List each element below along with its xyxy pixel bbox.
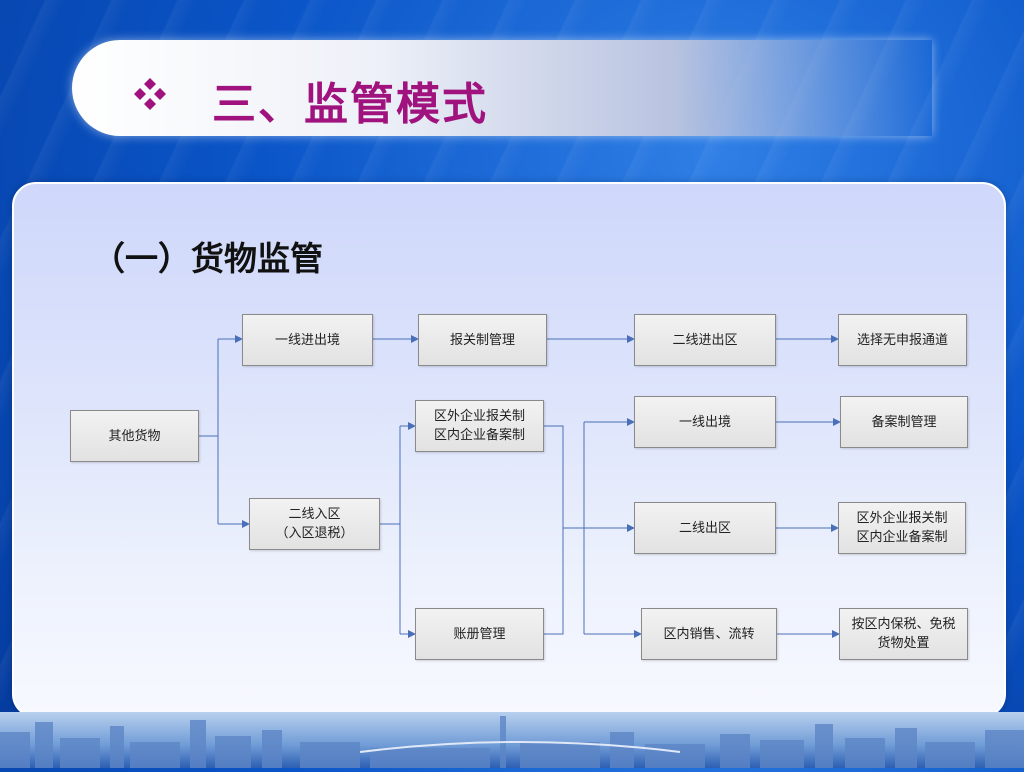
node-label: 二线入区 （入区退税）	[275, 507, 354, 541]
section-title: （一）货物监管	[92, 239, 323, 278]
skyline-icon	[0, 716, 1024, 768]
node-label: 其他货物	[108, 428, 161, 444]
node-label: 按区内保税、免税 货物处置	[851, 617, 956, 651]
node-choose-no-declare: 选择无申报通道	[838, 314, 967, 366]
slide-title: 三、监管模式	[212, 79, 488, 130]
node-label: 报关制管理	[449, 332, 515, 348]
node-line2-in-zone: 二线进出区	[634, 314, 776, 366]
node-label: 区内销售、流转	[663, 626, 755, 642]
title-bar	[72, 40, 932, 136]
node-line1-out: 一线出境	[634, 396, 776, 448]
node-zone-sales: 区内销售、流转	[641, 608, 777, 660]
node-label: 区外企业报关制 区内企业备案制	[433, 409, 525, 443]
node-bonded-disposal: 按区内保税、免税 货物处置	[839, 608, 968, 660]
node-line2-out: 二线出区	[634, 502, 776, 554]
node-label: 一线出境	[678, 414, 731, 430]
node-line1-in: 一线进出境	[242, 314, 373, 366]
node-outside-inside-2: 区外企业报关制 区内企业备案制	[838, 502, 966, 554]
node-line2-enter: 二线入区 （入区退税）	[249, 498, 380, 550]
city-skyline-banner	[0, 712, 1024, 768]
node-customs-mgmt: 报关制管理	[418, 314, 547, 366]
node-ledger-mgmt: 账册管理	[415, 608, 544, 660]
node-outside-inside: 区外企业报关制 区内企业备案制	[415, 400, 544, 452]
node-label: 二线进出区	[672, 332, 738, 348]
node-label: 选择无申报通道	[856, 332, 948, 348]
node-label: 账册管理	[453, 626, 506, 642]
node-label: 区外企业报关制 区内企业备案制	[856, 511, 948, 545]
node-other-goods: 其他货物	[70, 410, 199, 462]
diamond-bullet-icon	[134, 78, 166, 110]
node-label: 二线出区	[678, 520, 731, 536]
node-record-mgmt: 备案制管理	[840, 396, 968, 448]
node-label: 备案制管理	[871, 414, 937, 430]
node-label: 一线进出境	[274, 332, 340, 348]
